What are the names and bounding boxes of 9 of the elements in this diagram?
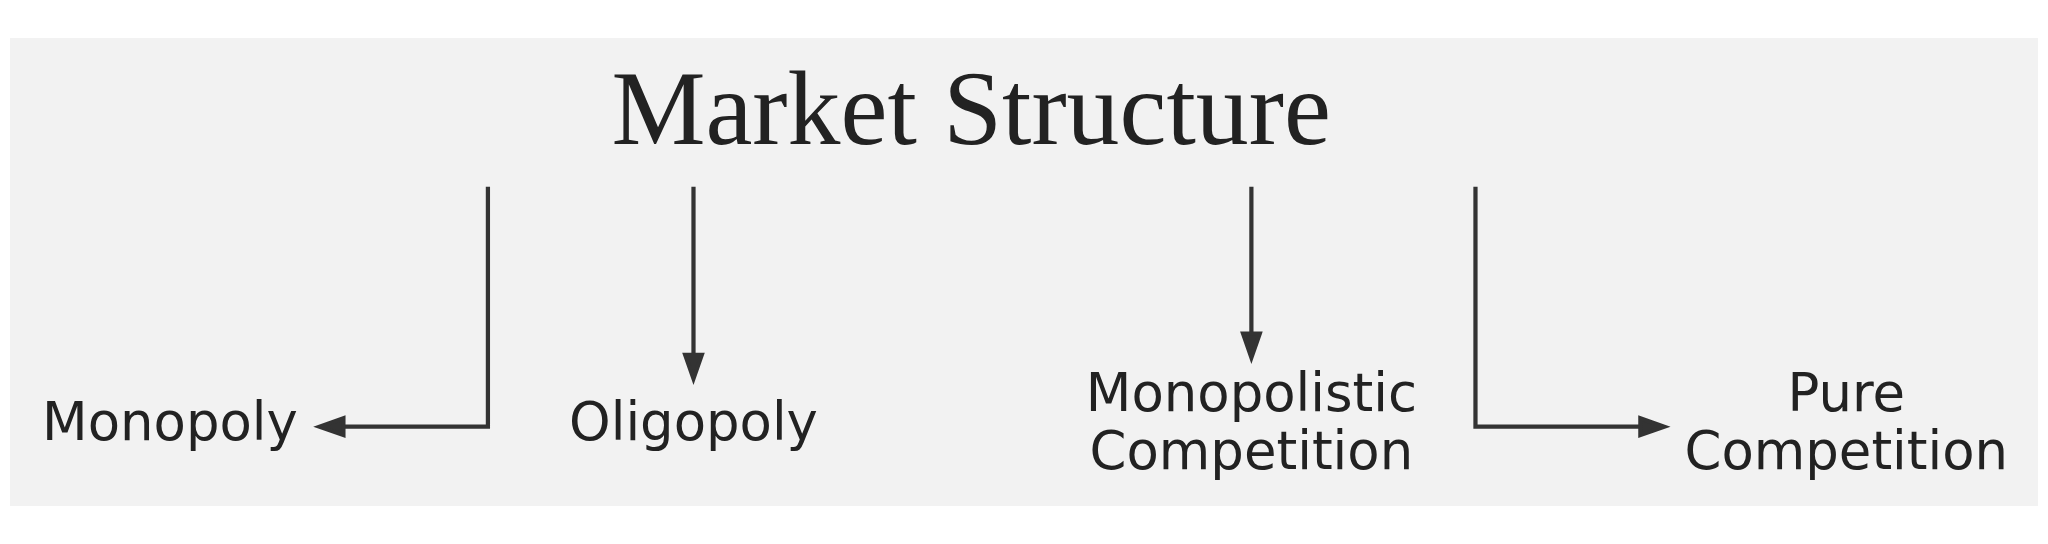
node-text: Monopoly <box>42 390 298 452</box>
arrow <box>682 186 705 386</box>
arrow <box>1240 186 1263 364</box>
node-text: Oligopoly <box>569 390 818 452</box>
arrow <box>1473 186 1671 438</box>
node-text: Monopolistic Competition <box>1085 361 1417 481</box>
arrow <box>313 186 491 438</box>
node-text: Market Structure <box>611 49 1331 167</box>
node-text: Pure Competition <box>1684 361 2009 481</box>
